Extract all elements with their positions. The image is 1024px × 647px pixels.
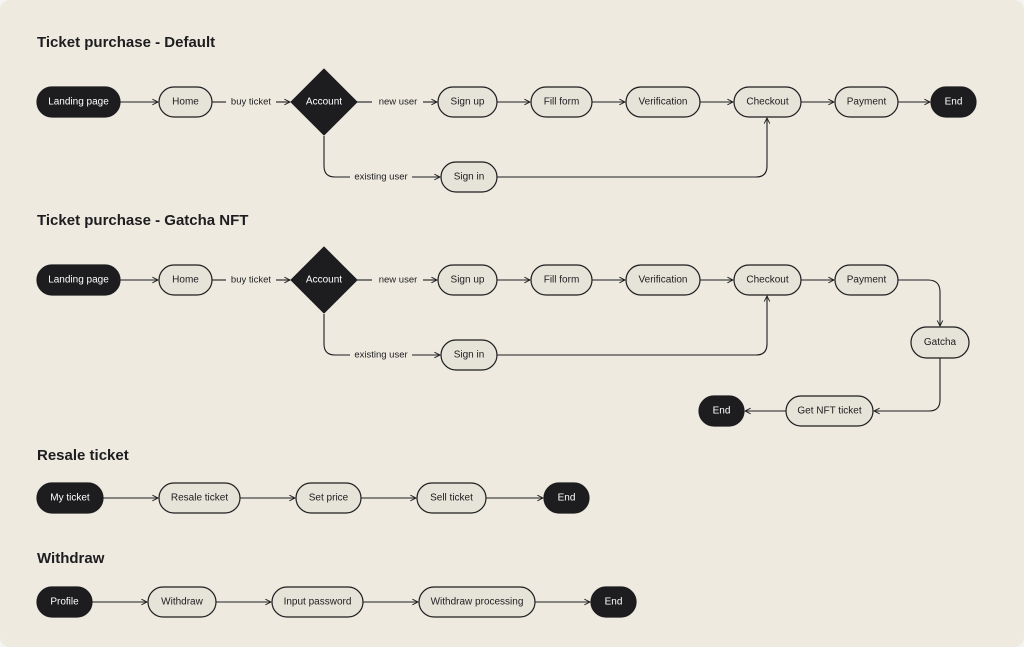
svg-text:Payment: Payment [847, 97, 887, 108]
node-end: End [930, 86, 977, 118]
edge-label-new-user: new user [379, 97, 418, 108]
node-end: End [698, 395, 745, 427]
node-gatcha: Gatcha [910, 326, 970, 359]
node-input-password: Input password [271, 586, 364, 618]
node-end: End [590, 586, 637, 618]
svg-text:Home: Home [172, 275, 199, 286]
section-title-gatcha: Ticket purchase - Gatcha NFT [37, 212, 249, 229]
svg-text:End: End [605, 597, 623, 608]
node-withdraw: Withdraw [147, 586, 217, 618]
svg-text:Resale ticket: Resale ticket [171, 493, 228, 504]
edge-signin-checkout [497, 118, 767, 178]
node-sign-in: Sign in [440, 339, 498, 371]
section-title-default: Ticket purchase - Default [37, 34, 216, 51]
section-title-withdraw: Withdraw [37, 550, 105, 567]
node-account: Account [290, 246, 358, 314]
svg-text:Sell ticket: Sell ticket [430, 493, 473, 504]
svg-text:Home: Home [172, 97, 199, 108]
node-end: End [543, 482, 590, 514]
edge-label-buy-ticket: buy ticket [231, 275, 271, 286]
svg-text:Sign up: Sign up [451, 97, 485, 108]
svg-text:My ticket: My ticket [50, 493, 90, 504]
node-fill-form: Fill form [530, 264, 593, 296]
svg-text:Landing page: Landing page [48, 275, 109, 286]
flow-default: buy ticket new user existing user Landin… [36, 68, 977, 193]
svg-text:End: End [558, 493, 576, 504]
svg-text:Set price: Set price [309, 493, 349, 504]
svg-text:Gatcha: Gatcha [924, 337, 957, 348]
node-my-ticket: My ticket [36, 482, 104, 514]
edge-label-existing-user: existing user [354, 172, 407, 183]
svg-text:Verification: Verification [639, 275, 688, 286]
node-home: Home [158, 264, 213, 296]
node-sell-ticket: Sell ticket [416, 482, 487, 514]
node-checkout: Checkout [733, 86, 802, 118]
node-sign-up: Sign up [437, 264, 498, 296]
node-home: Home [158, 86, 213, 118]
svg-text:Fill form: Fill form [544, 97, 580, 108]
node-sign-in: Sign in [440, 161, 498, 193]
svg-text:End: End [945, 97, 963, 108]
svg-text:Profile: Profile [50, 597, 79, 608]
node-withdraw-processing: Withdraw processing [418, 586, 536, 618]
svg-text:Sign in: Sign in [454, 350, 485, 361]
svg-text:Get NFT ticket: Get NFT ticket [797, 406, 861, 417]
edge-signin-checkout [497, 296, 767, 356]
svg-text:Payment: Payment [847, 275, 887, 286]
svg-text:Landing page: Landing page [48, 97, 109, 108]
node-checkout: Checkout [733, 264, 802, 296]
svg-text:Input password: Input password [284, 597, 352, 608]
svg-text:Checkout: Checkout [746, 97, 788, 108]
node-landing-page: Landing page [36, 86, 121, 118]
edge-account-signin-a [323, 314, 350, 356]
svg-text:Account: Account [306, 97, 342, 108]
svg-text:Withdraw: Withdraw [161, 597, 203, 608]
node-fill-form: Fill form [530, 86, 593, 118]
flow-gatcha: buy ticket new user existing user Landin… [36, 246, 970, 427]
node-verification: Verification [625, 86, 701, 118]
edge-label-new-user: new user [379, 275, 418, 286]
svg-text:Checkout: Checkout [746, 275, 788, 286]
node-set-price: Set price [295, 482, 362, 514]
svg-text:Fill form: Fill form [544, 275, 580, 286]
node-get-nft-ticket: Get NFT ticket [785, 395, 874, 427]
edge-gatcha-nft [874, 358, 941, 411]
flow-resale: My ticket Resale ticket Set price Sell t… [36, 482, 590, 514]
node-profile: Profile [36, 586, 93, 618]
node-payment: Payment [834, 264, 899, 296]
edge-label-buy-ticket: buy ticket [231, 97, 271, 108]
node-sign-up: Sign up [437, 86, 498, 118]
node-payment: Payment [834, 86, 899, 118]
svg-text:Account: Account [306, 275, 342, 286]
node-verification: Verification [625, 264, 701, 296]
svg-text:Verification: Verification [639, 97, 688, 108]
edge-account-signin-a [323, 136, 350, 178]
section-title-resale: Resale ticket [37, 447, 129, 464]
node-account: Account [290, 68, 358, 136]
svg-text:Sign up: Sign up [451, 275, 485, 286]
edge-payment-gatcha [898, 279, 940, 326]
svg-text:End: End [713, 406, 731, 417]
svg-text:Withdraw processing: Withdraw processing [431, 597, 524, 608]
edge-label-existing-user: existing user [354, 350, 407, 361]
node-landing-page: Landing page [36, 264, 121, 296]
flow-withdraw: Profile Withdraw Input password Withdraw… [36, 586, 637, 618]
svg-text:Sign in: Sign in [454, 172, 485, 183]
node-resale-ticket: Resale ticket [158, 482, 241, 514]
